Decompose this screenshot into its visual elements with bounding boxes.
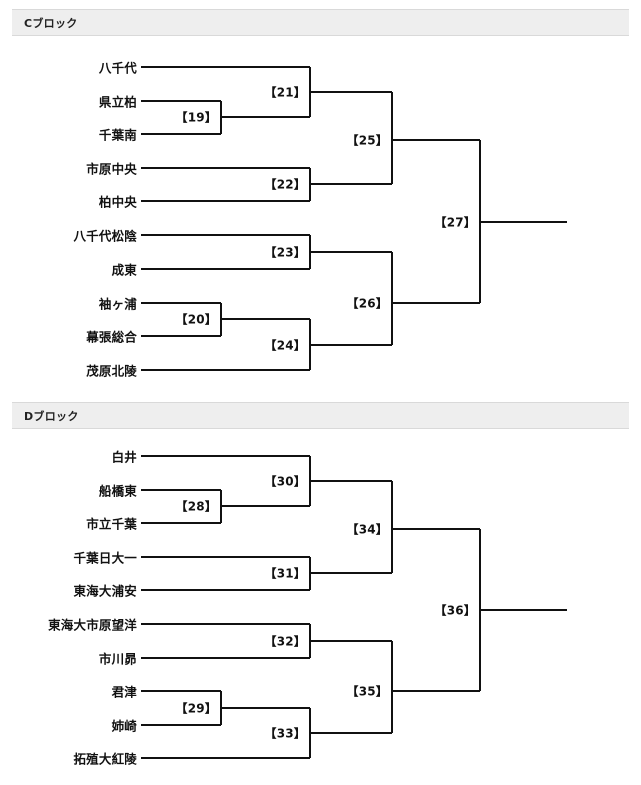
team-label: 八千代 [98,60,137,76]
block-header-c-label: Cブロック [24,16,78,30]
seed-line [141,757,310,759]
seed-line [141,489,221,491]
connector-horizontal [310,640,392,642]
connector-horizontal [310,480,392,482]
match-number: 【34】 [346,522,388,537]
team-label: 千葉日大一 [73,550,137,566]
seed-line [141,690,221,692]
team-label: 姉崎 [111,718,137,734]
team-label: 県立柏 [98,94,137,110]
match-number: 【25】 [346,133,388,148]
connector-horizontal [392,690,480,692]
seed-line [141,66,310,68]
connector-horizontal [310,251,392,253]
team-label: 千葉南 [98,127,137,143]
seed-line [141,302,221,304]
team-label: 茂原北陵 [86,363,137,379]
match-number: 【27】 [434,215,476,230]
team-label: 八千代松陰 [73,228,137,244]
block-header-c: Cブロック [12,9,629,36]
seed-line [141,556,310,558]
team-label: 白井 [111,449,137,465]
seed-line [141,657,310,659]
match-number: 【35】 [346,684,388,699]
block-header-d-label: Dブロック [24,409,79,423]
match-number: 【32】 [264,634,306,649]
match-number: 【29】 [175,701,217,716]
block-header-d: Dブロック [12,402,629,429]
match-number: 【24】 [264,338,306,353]
connector-horizontal [221,318,310,320]
match-number: 【22】 [264,177,306,192]
match-number: 【19】 [175,110,217,125]
connector-horizontal [221,116,310,118]
connector-horizontal [392,528,480,530]
team-label: 市原中央 [86,161,137,177]
match-number: 【33】 [264,726,306,741]
seed-line [141,335,221,337]
seed-line [141,234,310,236]
winner-line [480,609,567,611]
team-label: 拓殖大紅陵 [73,751,137,767]
seed-line [141,268,310,270]
connector-horizontal [221,707,310,709]
team-label: 船橋東 [98,483,137,499]
match-number: 【36】 [434,603,476,618]
team-label: 袖ヶ浦 [98,296,137,312]
connector-horizontal [310,344,392,346]
seed-line [141,724,221,726]
match-number: 【21】 [264,85,306,100]
seed-line [141,369,310,371]
connector-horizontal [221,505,310,507]
seed-line [141,589,310,591]
team-label: 成東 [111,262,137,278]
connector-horizontal [392,139,480,141]
seed-line [141,100,221,102]
team-label: 東海大浦安 [73,583,137,599]
team-label: 東海大市原望洋 [48,617,137,633]
seed-line [141,167,310,169]
team-label: 柏中央 [98,194,137,210]
team-label: 市立千葉 [86,516,137,532]
seed-line [141,200,310,202]
connector-horizontal [310,91,392,93]
match-number: 【31】 [264,566,306,581]
seed-line [141,133,221,135]
match-number: 【26】 [346,296,388,311]
connector-horizontal [392,302,480,304]
team-label: 市川昴 [98,651,137,667]
match-number: 【28】 [175,499,217,514]
winner-line [480,221,567,223]
connector-horizontal [310,183,392,185]
seed-line [141,522,221,524]
connector-horizontal [310,572,392,574]
seed-line [141,455,310,457]
team-label: 君津 [111,684,137,700]
match-number: 【20】 [175,312,217,327]
match-number: 【23】 [264,245,306,260]
connector-vertical [391,481,393,573]
connector-horizontal [310,732,392,734]
connector-vertical [391,92,393,184]
team-label: 幕張総合 [86,329,137,345]
match-number: 【30】 [264,474,306,489]
connector-vertical [391,641,393,733]
seed-line [141,623,310,625]
connector-vertical [391,252,393,345]
